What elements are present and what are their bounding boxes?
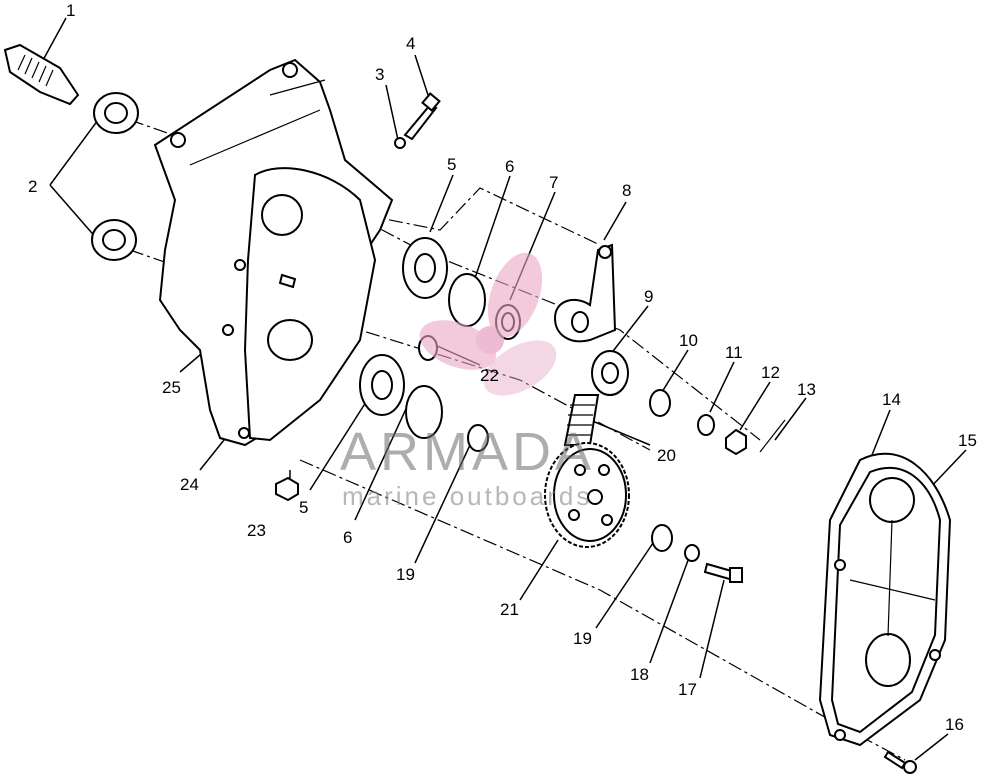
dowel-stud bbox=[278, 273, 297, 289]
callout-6-lower: 6 bbox=[343, 528, 352, 547]
snap-rings bbox=[405, 273, 486, 439]
callout-19-lower: 19 bbox=[396, 565, 415, 584]
callout-8: 8 bbox=[622, 181, 631, 200]
callout-25: 25 bbox=[162, 378, 181, 397]
armada-watermark: ARMADA marine outboards bbox=[340, 252, 595, 511]
callout-14: 14 bbox=[882, 390, 901, 409]
callouts: 1 2 3 4 5 6 7 8 9 10 11 12 13 14 15 16 1… bbox=[28, 1, 977, 734]
callout-9: 9 bbox=[644, 287, 653, 306]
drive-sprocket bbox=[591, 350, 629, 396]
bearings bbox=[359, 237, 448, 416]
callout-17: 17 bbox=[678, 680, 697, 699]
callout-5-lower: 5 bbox=[299, 498, 308, 517]
callout-3: 3 bbox=[375, 65, 384, 84]
callout-15: 15 bbox=[958, 431, 977, 450]
callout-2: 2 bbox=[28, 177, 37, 196]
callout-24: 24 bbox=[180, 475, 199, 494]
cover-screw bbox=[883, 750, 917, 774]
chaincase-housing bbox=[153, 58, 394, 447]
callout-4: 4 bbox=[406, 34, 415, 53]
callout-16: 16 bbox=[945, 715, 964, 734]
drain-plug bbox=[275, 476, 299, 502]
tensioner-arm bbox=[553, 243, 617, 343]
callout-22: 22 bbox=[480, 366, 499, 385]
callout-1: 1 bbox=[66, 1, 75, 20]
driven-sprocket bbox=[544, 442, 630, 548]
callout-20: 20 bbox=[657, 446, 676, 465]
callout-7: 7 bbox=[549, 173, 558, 192]
callout-12: 12 bbox=[761, 363, 780, 382]
input-shaft bbox=[3, 43, 80, 106]
callout-13: 13 bbox=[797, 380, 816, 399]
watermark-title: ARMADA bbox=[340, 422, 595, 482]
armada-propeller-logo bbox=[419, 252, 557, 396]
washers-and-nut bbox=[649, 389, 786, 456]
callout-11: 11 bbox=[725, 343, 743, 362]
bolt-and-washers bbox=[467, 424, 743, 583]
oil-seals bbox=[91, 92, 139, 261]
callout-21: 21 bbox=[500, 600, 519, 619]
callout-5: 5 bbox=[447, 155, 456, 174]
tensioner-bolt bbox=[394, 92, 441, 149]
callout-10: 10 bbox=[679, 331, 698, 350]
callout-23: 23 bbox=[247, 521, 266, 540]
callout-6: 6 bbox=[505, 157, 514, 176]
callout-18: 18 bbox=[630, 665, 649, 684]
callout-19: 19 bbox=[573, 629, 592, 648]
chaincase-cover bbox=[818, 452, 952, 747]
watermark-subtitle: marine outboards bbox=[342, 481, 592, 511]
